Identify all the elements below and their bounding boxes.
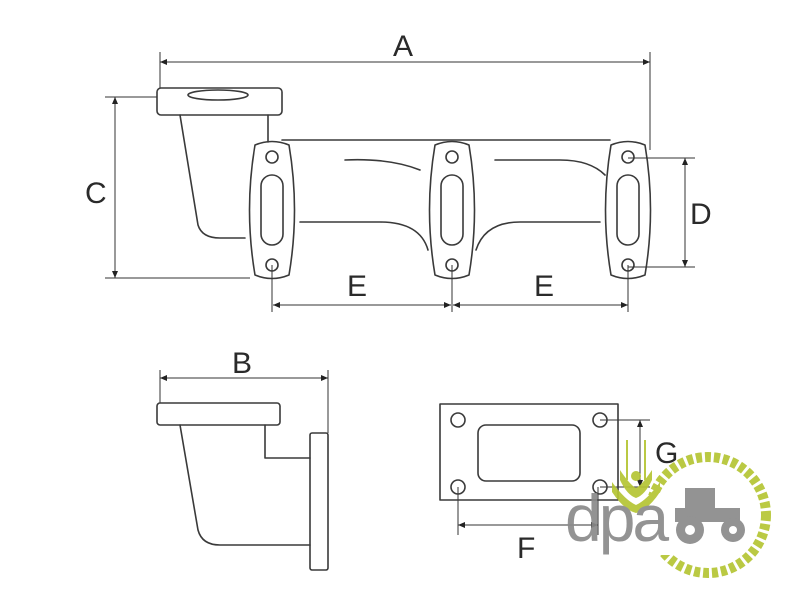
outlet-flange-view (439, 403, 619, 501)
manifold-front-view (156, 87, 652, 280)
flange-right (604, 140, 652, 280)
label-a: A (393, 30, 413, 63)
tractor-icon (675, 488, 745, 544)
label-e-left: E (347, 270, 367, 303)
label-c: C (85, 177, 107, 210)
dimension-lines (105, 52, 695, 535)
manifold-side-view (156, 402, 329, 571)
label-d: D (690, 198, 712, 231)
label-b: B (232, 347, 252, 380)
label-g: G (655, 437, 678, 470)
label-f: F (517, 532, 535, 565)
flange-left (248, 140, 296, 280)
flange-middle (428, 140, 476, 280)
wheat-icon (612, 440, 660, 513)
dpa-logo: dpa (565, 440, 771, 578)
logo-text: dpa (565, 481, 669, 555)
label-e-right: E (534, 270, 554, 303)
